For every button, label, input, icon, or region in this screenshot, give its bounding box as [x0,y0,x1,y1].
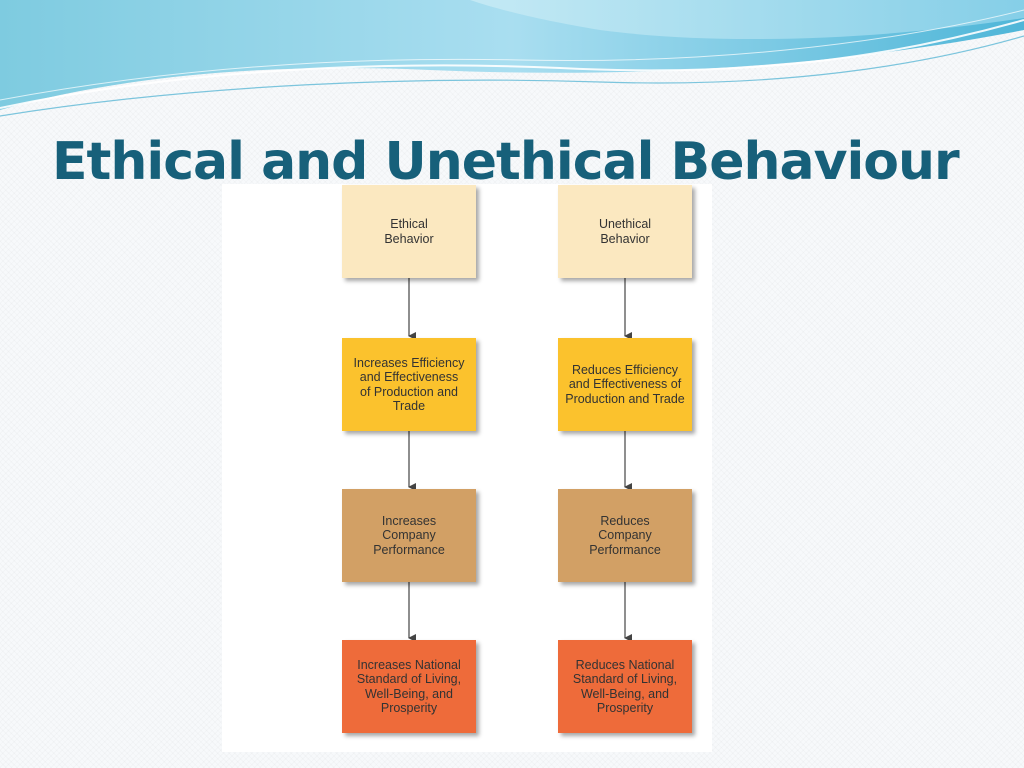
wave-line-3 [0,9,1024,101]
box-reduces-national-standard: Reduces National Standard of Living, Wel… [558,640,692,733]
slide-title: Ethical and Unethical Behaviour [52,132,960,192]
wave-line-2 [0,35,1024,117]
box-reduces-company-performance: Reduces Company Performance [558,489,692,582]
box-reduces-efficiency: Reduces Efficiency and Effectiveness of … [558,338,692,431]
box-increases-national-standard: Increases National Standard of Living, W… [342,640,476,733]
box-increases-efficiency: Increases Efficiency and Effectiveness o… [342,338,476,431]
box-unethical-behavior: Unethical Behavior [558,185,692,278]
box-ethical-behavior: Ethical Behavior [342,185,476,278]
box-increases-company-performance: Increases Company Performance [342,489,476,582]
decorative-wave-header [0,0,1024,117]
wave-band-light [470,0,1024,40]
wave-line-1 [0,19,1024,109]
